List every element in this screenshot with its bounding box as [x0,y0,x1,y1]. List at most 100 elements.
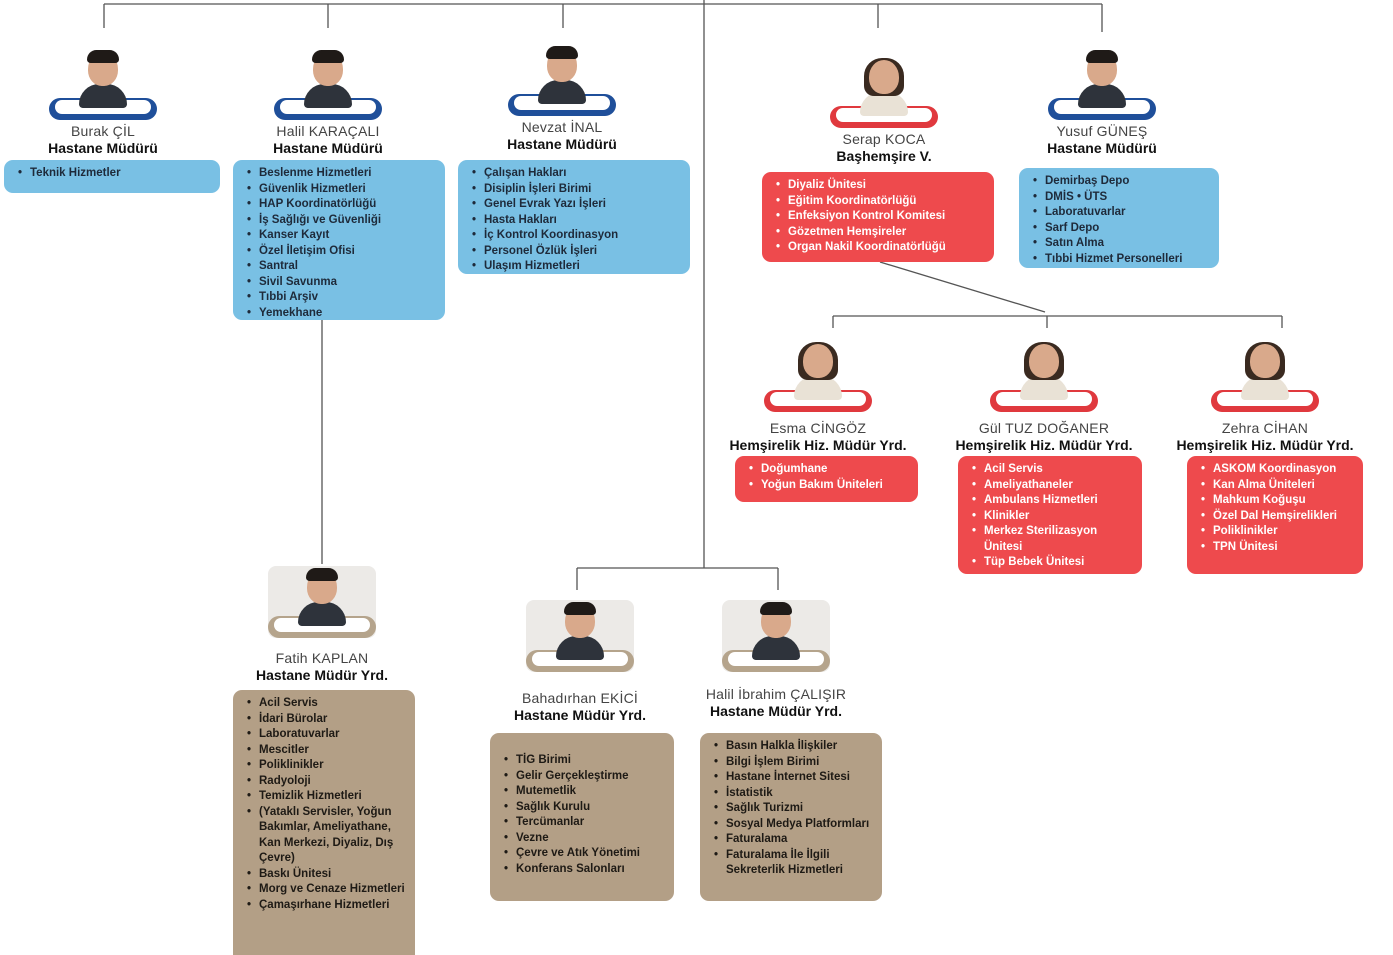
avatar [1211,340,1319,412]
person-name: Halil KARAÇALI [276,123,380,139]
person-name: Nevzat İNAL [521,119,603,135]
duties-box-nevzat: Çalışan HaklarıDisiplin İşleri BirimiGen… [458,160,690,274]
duty-item: Gözetmen Hemşireler [776,225,986,241]
duty-item: Poliklinikler [1201,524,1355,540]
avatar [268,566,376,638]
duty-item: Demirbaş Depo [1033,174,1211,190]
duty-item: İş Sağlığı ve Güvenliği [247,213,437,229]
duties-box-gul: Acil ServisAmeliyathanelerAmbulans Hizme… [958,456,1142,574]
duty-item: Tüp Bebek Ünitesi [972,555,1134,571]
duty-item: Teknik Hizmetler [18,166,212,182]
avatar [1048,48,1156,120]
duty-item: Sağlık Turizmi [714,801,874,817]
person-title: Hastane Müdür Yrd. [256,667,388,683]
duty-item: Poliklinikler [247,758,407,774]
duty-item: Disiplin İşleri Birimi [472,182,682,198]
duty-item: Hasta Hakları [472,213,682,229]
person-title: Hastane Müdürü [273,140,383,156]
person-title: Hastane Müdürü [507,136,617,152]
duty-item: Eğitim Koordinatörlüğü [776,194,986,210]
duty-item: Sosyal Medya Platformları [714,817,874,833]
duty-item: Konferans Salonları [504,862,666,878]
duty-item: Ulaşım Hizmetleri [472,259,682,275]
duty-item: Sağlık Kurulu [504,800,666,816]
duties-box-halil-karacali: Beslenme HizmetleriGüvenlik HizmetleriHA… [233,160,445,322]
avatar [508,44,616,116]
duty-item: Yemekhane [247,306,437,322]
duty-item: Doğumhane [749,462,910,478]
duties-box-bahadirhan: TİG BirimiGelir GerçekleştirmeMutemetlik… [490,733,674,901]
duty-item: TİG Birimi [504,753,666,769]
duty-item: HAP Koordinatörlüğü [247,197,437,213]
duty-item: Klinikler [972,509,1134,525]
duties-box-yusuf: Demirbaş DepoDMİS • ÜTSLaboratuvarlarSar… [1019,168,1219,268]
duty-item: Tıbbi Hizmet Personelleri [1033,252,1211,268]
duty-item: Sarf Depo [1033,221,1211,237]
duties-box-esma: DoğumhaneYoğun Bakım Üniteleri [735,456,918,502]
duties-box-fatih: Acil Servisİdari BürolarLaboratuvarlarMe… [233,690,415,955]
person-title: Hastane Müdürü [48,140,158,156]
duty-item: Faturalama [714,832,874,848]
duty-item: Mescitler [247,743,407,759]
duty-item: Çevre ve Atık Yönetimi [504,846,666,862]
duties-box-zehra: ASKOM KoordinasyonKan Alma ÜniteleriMahk… [1187,456,1363,574]
person-title: Hemşirelik Hiz. Müdür Yrd. [955,437,1133,453]
duty-item: Temizlik Hizmetleri [247,789,407,805]
duty-item: Kan Alma Üniteleri [1201,478,1355,494]
duty-item: Basın Halkla İlişkiler [714,739,874,755]
duty-item: Özel İletişim Ofisi [247,244,437,260]
person-name: Burak ÇİL [70,123,136,139]
duty-item: Tıbbi Arşiv [247,290,437,306]
duty-item: Sivil Savunma [247,275,437,291]
duty-item: Mutemetlik [504,784,666,800]
avatar [49,48,157,120]
duty-item: Kanser Kayıt [247,228,437,244]
duty-item: Morg ve Cenaze Hizmetleri [247,882,407,898]
avatar [990,340,1098,412]
duties-box-serap: Diyaliz ÜnitesiEğitim KoordinatörlüğüEnf… [762,172,994,262]
duty-item: Organ Nakil Koordinatörlüğü [776,240,986,256]
person-name: Fatih KAPLAN [275,650,369,666]
duty-item: Gelir Gerçekleştirme [504,769,666,785]
duty-item: Mahkum Koğuşu [1201,493,1355,509]
avatar [526,600,634,672]
avatar [830,56,938,128]
duty-item: İdari Bürolar [247,712,407,728]
duty-item: Acil Servis [972,462,1134,478]
person-name: Halil İbrahim ÇALIŞIR [705,686,847,702]
duty-item: Laboratuvarlar [1033,205,1211,221]
duty-item: Tercümanlar [504,815,666,831]
duty-item: Enfeksiyon Kontrol Komitesi [776,209,986,225]
duty-item: Santral [247,259,437,275]
person-name: Esma CİNGÖZ [769,420,867,436]
duty-item: Laboratuvarlar [247,727,407,743]
duty-item: İç Kontrol Koordinasyon [472,228,682,244]
duty-item: Yoğun Bakım Üniteleri [749,478,910,494]
duty-item: Baskı Ünitesi [247,867,407,883]
duty-item: Acil Servis [247,696,407,712]
person-name: Yusuf GÜNEŞ [1056,123,1148,139]
person-name: Zehra CİHAN [1221,420,1309,436]
avatar [274,48,382,120]
person-title: Hastane Müdür Yrd. [514,707,646,723]
duty-item: Radyoloji [247,774,407,790]
duty-item: (Yataklı Servisler, Yoğun Bakımlar, Amel… [247,805,407,867]
duty-item: Ambulans Hizmetleri [972,493,1134,509]
person-title: Hemşirelik Hiz. Müdür Yrd. [1176,437,1354,453]
person-title: Hastane Müdürü [1047,140,1157,156]
avatar [722,600,830,672]
duty-item: Personel Özlük İşleri [472,244,682,260]
avatar [764,340,872,412]
duty-item: Çalışan Hakları [472,166,682,182]
duty-item: Güvenlik Hizmetleri [247,182,437,198]
duties-box-halil-calisir: Basın Halkla İlişkilerBilgi İşlem Birimi… [700,733,882,901]
duty-item: İstatistik [714,786,874,802]
duty-item: Çamaşırhane Hizmetleri [247,898,407,914]
duty-item: Satın Alma [1033,236,1211,252]
person-name: Gül TUZ DOĞANER [978,420,1110,436]
duties-box-burak: Teknik Hizmetler [4,160,220,193]
duty-item: Merkez Sterilizasyon Ünitesi [972,524,1134,555]
person-name: Serap KOCA [842,131,926,147]
duty-item: DMİS • ÜTS [1033,190,1211,206]
duty-item: TPN Ünitesi [1201,540,1355,556]
